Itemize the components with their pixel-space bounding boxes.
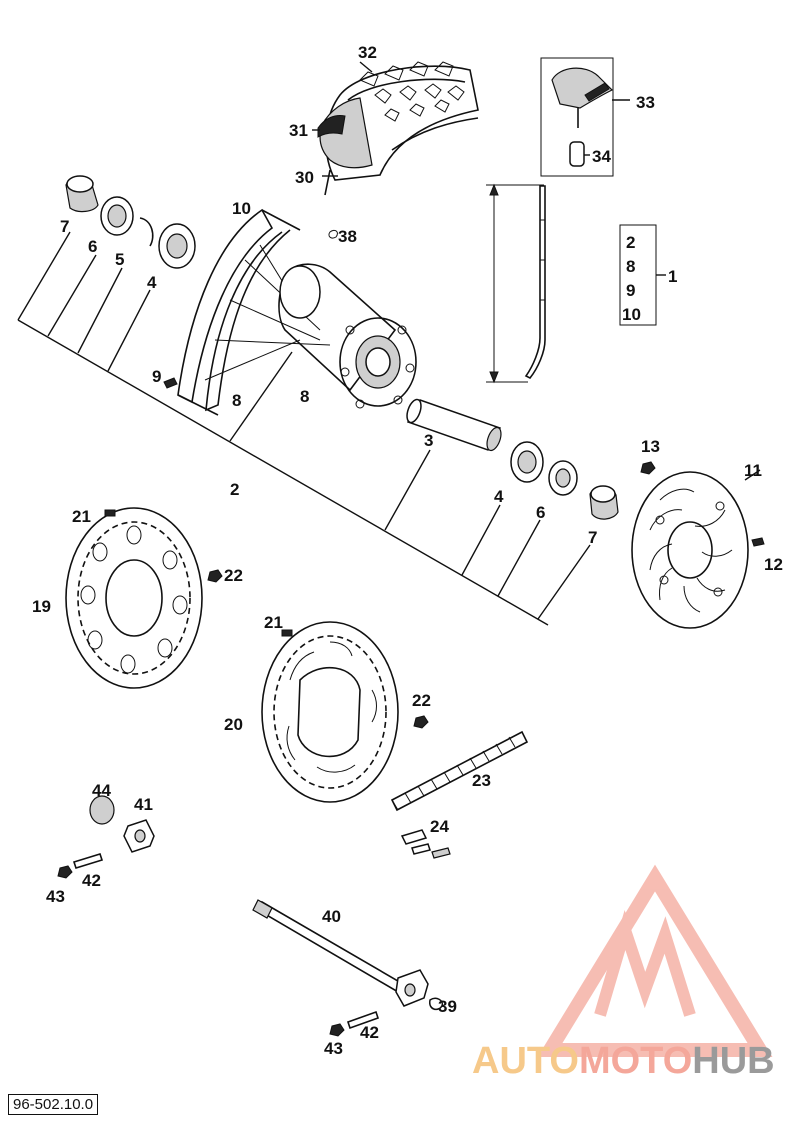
right-bearing-set: [510, 441, 619, 520]
callout-8-rim: 8: [232, 391, 241, 410]
kit-item-8: 8: [626, 257, 635, 276]
callout-4-left: 4: [147, 273, 157, 292]
callout-7-right: 7: [588, 528, 597, 547]
callout-7-left: 7: [60, 217, 69, 236]
callout-19: 19: [32, 597, 51, 616]
callout-8-hub: 8: [300, 387, 309, 406]
callout-33: 33: [636, 93, 655, 112]
callout-43-top: 43: [46, 887, 65, 906]
kit-item-9: 9: [626, 281, 635, 300]
callout-4-right: 4: [494, 487, 504, 506]
watermark-logo: [537, 864, 773, 1057]
watermark-auto: AUTO: [472, 1040, 579, 1082]
left-bearing-set: [65, 175, 196, 269]
kit-item-10: 10: [622, 305, 641, 324]
callout-20: 20: [224, 715, 243, 734]
spoke: [486, 183, 546, 384]
callout-9: 9: [152, 367, 161, 386]
callout-2: 2: [230, 480, 239, 499]
callout-11: 11: [744, 461, 762, 480]
chain-adjuster: [57, 795, 155, 879]
callout-34: 34: [592, 147, 611, 166]
callout-6-right: 6: [536, 503, 545, 522]
callout-30: 30: [295, 168, 314, 187]
callout-31: 31: [289, 121, 308, 140]
callout-21-top: 21: [72, 507, 91, 526]
kit-item-2: 2: [626, 233, 635, 252]
callout-39: 39: [438, 997, 457, 1016]
spacer-tube: [406, 398, 502, 452]
watermark-brand: AUTOMOTOHUB: [472, 1040, 775, 1083]
callout-23: 23: [472, 771, 491, 790]
callout-10: 10: [232, 199, 251, 218]
reference-number: 96-502.10.0: [8, 1094, 99, 1115]
callout-24: 24: [430, 817, 449, 836]
callout-32: 32: [358, 43, 377, 62]
watermark-moto: MOTO: [578, 1040, 693, 1082]
callout-1: 1: [668, 267, 677, 286]
assembly-leader-lines: [17, 231, 591, 626]
callout-42-bottom: 42: [360, 1023, 379, 1042]
callout-44: 44: [92, 781, 111, 800]
callout-12: 12: [764, 555, 783, 574]
callout-38: 38: [338, 227, 357, 246]
callout-labels: 32 31 30 33 34 10 38 7 6 5 4 2 8 9 10 1 …: [32, 43, 783, 1058]
brake-disc: [631, 461, 765, 629]
kit-box: [619, 224, 666, 326]
callout-6-left: 6: [88, 237, 97, 256]
chain: [390, 730, 529, 859]
callout-41: 41: [134, 795, 153, 814]
callout-13: 13: [641, 437, 660, 456]
watermark-hub: HUB: [692, 1040, 775, 1082]
axle: [252, 899, 444, 1037]
callout-43-bottom: 43: [324, 1039, 343, 1058]
callout-22-bottom: 22: [412, 691, 431, 710]
callout-3: 3: [424, 431, 433, 450]
sprocket-small: [261, 621, 429, 803]
callout-40: 40: [322, 907, 341, 926]
callout-5: 5: [115, 250, 124, 269]
sprocket-large: [65, 507, 223, 689]
valve-box: [540, 57, 630, 177]
callout-22-top: 22: [224, 566, 243, 585]
callout-21-bottom: 21: [264, 613, 283, 632]
tire: [312, 61, 479, 196]
wheel-rim-hub: [163, 208, 417, 416]
callout-42-top: 42: [82, 871, 101, 890]
